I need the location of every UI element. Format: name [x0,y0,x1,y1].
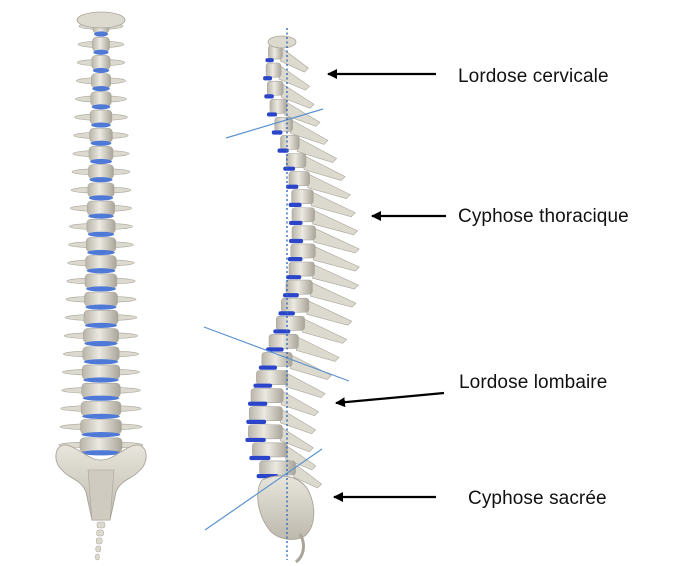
side-disc [259,366,277,370]
front-vertebra [75,110,128,128]
label-cyphose-sacree: Cyphose sacrée [468,488,607,510]
front-vertebra [70,201,131,219]
side-disc [288,257,303,261]
side-atlas [268,36,296,48]
side-sacrum [258,476,314,562]
front-disc [88,232,114,237]
front-disc [82,432,121,437]
front-pelvis [56,445,146,560]
front-disc [81,450,121,455]
label-cyphose-thoracique: Cyphose thoracique [458,206,629,228]
side-disc [283,167,295,171]
front-vertebra [69,238,134,256]
front-vertebra [61,401,142,419]
front-vertebra [69,219,132,237]
label-lordose-cervicale: Lordose cervicale [458,66,609,88]
front-disc [86,286,116,291]
side-disc [289,239,303,243]
front-disc [84,341,117,346]
front-vertebra [66,292,136,310]
front-disc [85,323,117,328]
front-disc [82,414,120,419]
front-vertebra [73,146,129,164]
front-disc [87,250,115,255]
front-vertebra [71,183,131,201]
side-disc [272,130,283,134]
front-vertebra [67,274,135,292]
front-vertebra [65,310,137,328]
side-disc [267,112,277,116]
front-vertebra [60,420,142,438]
front-vertebra [64,329,138,347]
side-disc [249,456,270,460]
front-disc [86,305,117,310]
front-vertebra [76,92,127,110]
front-vertebra [72,165,130,183]
front-disc [93,50,108,55]
front-vertebra [62,383,141,401]
front-disc [92,104,111,109]
front-disc [88,213,113,218]
front-disc [91,122,111,127]
side-disc [245,438,265,442]
front-disc [84,359,118,364]
side-disc [289,221,303,225]
front-disc [83,396,120,401]
front-vertebra [76,74,125,92]
side-disc [283,293,299,297]
front-disc [94,31,108,36]
front-disc [90,159,112,164]
side-disc [273,329,290,333]
front-disc [89,177,112,182]
front-disc [89,195,113,200]
side-disc [253,384,272,388]
front-vertebra [63,347,138,365]
front-disc [87,268,116,273]
front-atlas [77,12,125,28]
front-view-spine [56,12,146,560]
side-disc [246,420,266,424]
front-vertebra [68,256,135,274]
side-disc [286,275,301,279]
side-disc [264,94,274,98]
front-disc [92,86,109,91]
front-disc [93,68,109,73]
label-lordose-lombaire: Lordose lombaire [459,372,607,394]
side-disc [286,185,298,189]
front-disc [83,377,118,382]
side-disc [265,58,273,62]
front-vertebra [74,128,128,146]
front-vertebra [62,365,139,383]
front-vertebra [78,37,124,55]
front-vertebra [77,55,124,73]
front-disc [91,141,112,146]
arrow-lumbar [336,393,444,403]
side-disc [263,76,272,80]
side-disc [248,402,267,406]
side-disc [289,203,302,207]
